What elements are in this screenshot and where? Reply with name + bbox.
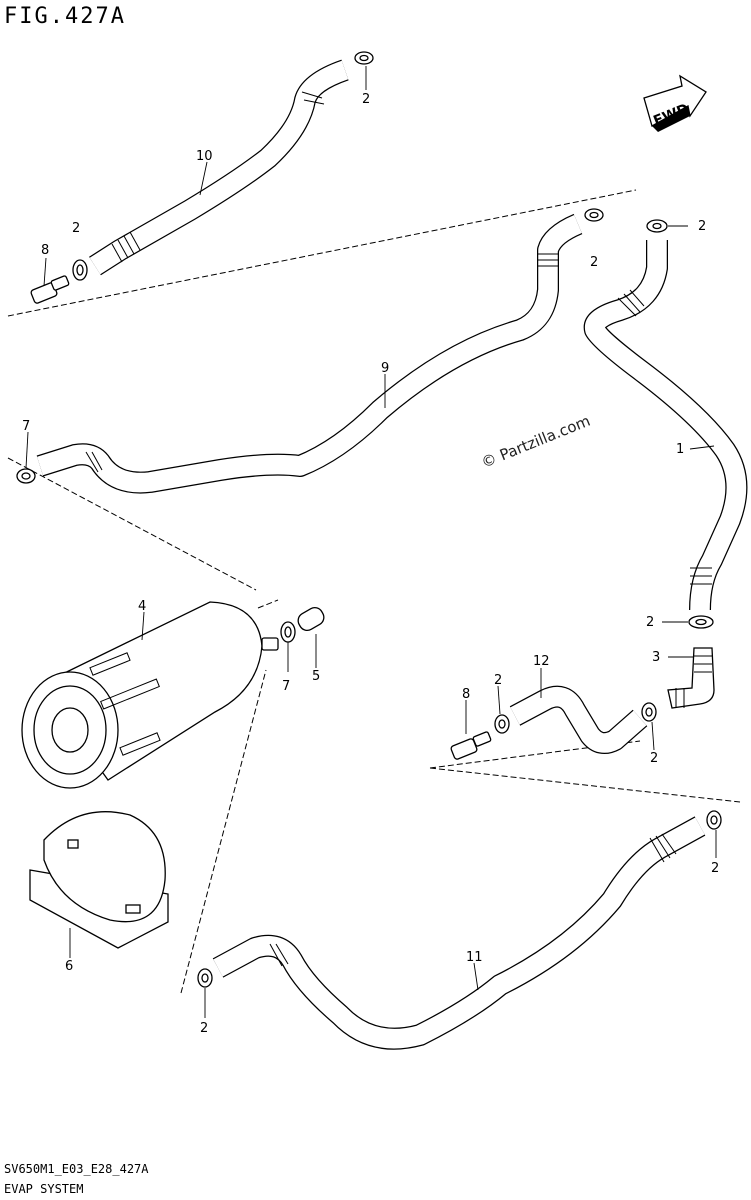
clamp-left-hose9[interactable] — [16, 468, 36, 484]
callout-2-hose11-right: 2 — [711, 861, 719, 876]
fwd-arrow-icon: FWD — [643, 74, 707, 132]
callout-10: 10 — [196, 149, 213, 164]
callout-7-left: 7 — [22, 419, 30, 434]
clamp-left-hose12[interactable] — [494, 714, 510, 734]
hose-11[interactable] — [212, 816, 706, 1050]
callout-2-top: 2 — [362, 92, 370, 107]
frame-line-left-upper — [7, 457, 257, 591]
callout-9: 9 — [381, 361, 389, 376]
callout-6: 6 — [65, 959, 73, 974]
canister-4[interactable] — [21, 601, 279, 789]
figure-title: FIG.427A — [4, 4, 126, 29]
section-title: EVAP SYSTEM — [4, 1182, 84, 1196]
hose-12[interactable] — [509, 685, 648, 754]
hose-10[interactable] — [89, 59, 349, 276]
hose-5[interactable] — [295, 605, 327, 634]
leader-lines — [25, 66, 717, 1018]
callout-2-hose1-top: 2 — [698, 219, 706, 234]
callout-2-hose10: 2 — [72, 221, 80, 236]
hose-1-braid — [617, 289, 712, 585]
callout-2-hose11-left: 2 — [200, 1021, 208, 1036]
callout-5: 5 — [312, 669, 320, 684]
elbow-joint-3[interactable] — [667, 647, 715, 709]
clamp-left-hose10[interactable] — [72, 259, 88, 281]
hose-1[interactable] — [583, 240, 748, 611]
callout-11: 11 — [466, 950, 483, 965]
hose-11-braid — [269, 833, 677, 967]
drawing-code: SV650M1_E03_E28_427A — [4, 1162, 149, 1176]
hose-9[interactable] — [36, 213, 583, 494]
clamp-canister[interactable] — [280, 621, 296, 643]
clamp-bottom-hose1[interactable] — [688, 615, 714, 629]
callout-3: 3 — [652, 650, 660, 665]
callout-8-top: 8 — [41, 243, 49, 258]
clamp-top-hose9[interactable] — [584, 208, 604, 222]
callout-2-hose12-left: 2 — [494, 673, 502, 688]
callout-2-hose1-bottom: 2 — [646, 615, 654, 630]
bracket-6[interactable] — [29, 811, 169, 949]
callout-12: 12 — [533, 654, 550, 669]
callout-8-bottom: 8 — [462, 687, 470, 702]
clamp-left-hose11[interactable] — [197, 968, 213, 988]
callout-2-hose12-right: 2 — [650, 751, 658, 766]
clamp-top-hose1[interactable] — [646, 219, 668, 233]
frame-line-left-lower — [180, 669, 267, 994]
callout-7-canister: 7 — [282, 679, 290, 694]
watermark: © Partzilla.com — [479, 412, 593, 472]
clamp-right-hose12[interactable] — [641, 702, 657, 722]
hose-9-braid — [85, 253, 558, 473]
clamp-right-hose11[interactable] — [706, 810, 722, 830]
callout-4: 4 — [138, 599, 146, 614]
callout-1: 1 — [676, 442, 684, 457]
frame-line-top — [7, 189, 637, 317]
canister-slots — [89, 652, 161, 756]
hose-10-braid — [111, 91, 325, 263]
clamp-top-hose10[interactable] — [354, 51, 374, 65]
callout-2-hose9: 2 — [590, 255, 598, 270]
connector-8-top[interactable] — [30, 275, 70, 304]
connector-8-bottom[interactable] — [450, 731, 492, 760]
frame-line-canister — [257, 599, 279, 609]
frame-line-bottom-right — [429, 767, 741, 803]
